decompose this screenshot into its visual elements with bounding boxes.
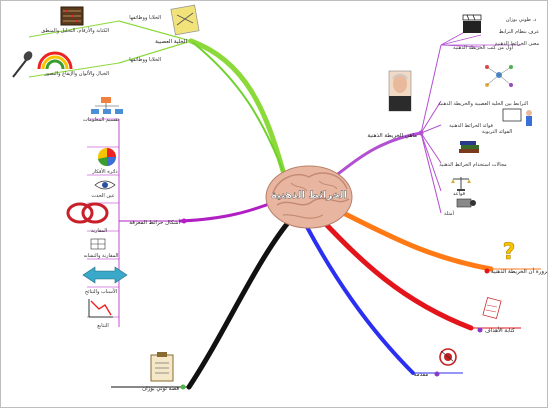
branch-node-what-is [418,130,424,136]
abacus-icon [60,6,84,26]
label-examples: أمثلة [444,210,455,217]
brain-image [265,165,353,229]
label-orange-branch: ضرورة أن الخريطة الذهنية [491,267,547,275]
label-left-brain: الكتابة والأرقام، التحليل والمنطق [41,27,109,34]
rainbow-icon [37,51,73,70]
label-usage-fields: مجالات استخدام الخرائط الذهنية [439,162,507,168]
shape-item-2: عين الحدث [91,193,114,199]
label-goals: كتابة الأهداف [485,326,515,334]
chart-icon [170,4,200,36]
question-mark-icon: ? [502,240,516,266]
shape-item-3: المقارنة [91,228,107,234]
shape-item-0: تقسيم المعلومات [83,117,120,123]
network-icon [485,65,513,87]
branch-node-orange [484,268,490,274]
branch-node-neural-cell [188,38,194,44]
target-icon [439,348,457,366]
label-leaf-linking: عرف بنظام الترابط [499,29,539,35]
shape-item-1: دائرة الأفكار [91,168,117,175]
label-buzan-story: قصة توني بوزان [142,386,179,392]
label-knowledge-shapes: أشكال خرائط المعرفة [129,218,180,226]
label-what-is-mindmap: ماهي الخريطة الذهنية [367,133,417,139]
portrait-image [388,70,412,112]
label-neural-cell: الخلية العصبية [155,39,187,45]
scales-icon [451,177,471,191]
label-leaf-buzan: د. طوني بوزان [506,17,537,23]
branch-node-buzan-story [180,384,186,390]
label-neural-link: الترابط بين الخلية العصبية والخريطة الذه… [438,101,528,107]
grid-icon [90,238,106,250]
teacher-icon [502,108,532,126]
branch-tony-buzan-story [186,216,294,390]
label-rules: قواعد [453,191,466,197]
arrows-icon [82,266,128,284]
branch-what-is-mindmap [329,131,423,181]
shape-item-6: الأسباب والنتائج [85,288,117,295]
label-cells-functions-2: الخلايا ووظائفها [129,57,161,63]
label-first-to-write: أول من كتب الخريطة الذهنية [453,44,514,51]
eye-icon [94,180,116,190]
branch-node-red [477,327,483,333]
branch-orange [328,204,494,272]
shape-item-4: المقارنة والتشابه [84,253,119,259]
microphone-icon [12,51,33,78]
pie-chart-icon [98,148,116,167]
label-benefits-sub: الفوائد التربوية [482,129,512,135]
org-chart-icon [91,97,123,114]
center-title: الخرائط الذهنية [271,190,347,201]
svg-text:?: ? [503,240,516,265]
branch-knowledge-map-shapes [179,199,279,223]
clapperboard-icon [462,14,482,33]
line-graph-icon [88,299,113,318]
label-benefits: فوائد الخرائط الذهنية [449,123,493,129]
branch-node-shapes [181,218,187,224]
label-introduction: مقدمة [414,372,429,378]
projector-icon [456,198,476,208]
label-cells-functions-1: الخلايا ووظائفها [129,15,161,21]
shape-item-7: التتابع [97,323,109,329]
branch-node-blue [434,371,440,377]
venn-rings-icon [66,202,109,224]
branch-red [318,216,474,331]
label-leaf-meaning: معنى الخرائط الذهنية [495,41,540,47]
branch-blue [305,225,415,375]
branch-neural-cell [188,38,286,174]
label-right-brain: الخيال والألوان والإيقاع والتصور [43,70,109,77]
notepad-icon [482,297,502,319]
books-icon [459,141,479,153]
clipboard-icon [150,352,174,382]
